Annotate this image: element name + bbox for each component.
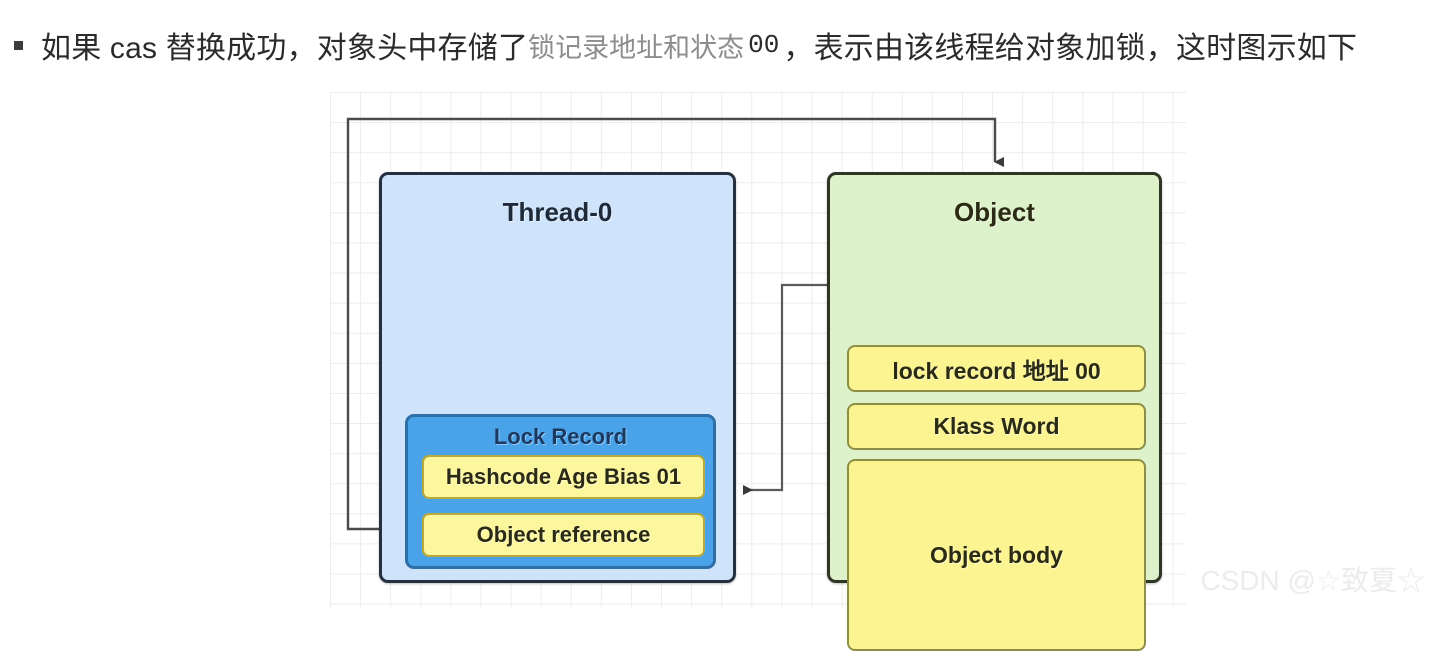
connector-objref-to-object bbox=[346, 117, 1004, 531]
caption-line: 如果 cas 替换成功，对象头中存储了 锁记录地址和状态 00 ，表示由该线程给… bbox=[0, 16, 1439, 74]
csdn-watermark: CSDN @☆致夏☆ bbox=[1200, 565, 1425, 596]
object-box[interactable]: Object lock record 地址 00 Klass Word Obje… bbox=[827, 172, 1162, 651]
connector-layer bbox=[346, 117, 1004, 531]
lock-record-box[interactable]: Lock Record Hashcode Age Bias 01 Object … bbox=[405, 414, 716, 569]
caption-text-emphasis: 锁记录地址和状态 bbox=[528, 32, 745, 63]
object-field-mark-word[interactable]: lock record 地址 00 bbox=[847, 345, 1146, 392]
object-title: Object bbox=[954, 197, 1035, 227]
thread-title: Thread-0 bbox=[502, 197, 613, 227]
object-field-object-body[interactable]: Object body bbox=[847, 459, 1146, 651]
lock-record-field-hashcode[interactable]: Hashcode Age Bias 01 bbox=[422, 455, 705, 499]
caption-text-part1: 如果 cas 替换成功，对象头中存储了 bbox=[41, 32, 529, 65]
lock-record-title: Lock Record bbox=[493, 424, 628, 449]
object-field-klass-word[interactable]: Klass Word bbox=[847, 403, 1146, 450]
thread-box[interactable]: Thread-0 Lock Record Hashcode Age Bias 0… bbox=[379, 172, 736, 583]
caption-text-part4: ，表示由该线程给对象加锁，这时图示如下 bbox=[783, 32, 1358, 65]
lock-record-field-object-reference[interactable]: Object reference bbox=[422, 513, 705, 557]
square-bullet-icon bbox=[14, 40, 23, 50]
connector-lockrecord-to-lockrecord bbox=[743, 283, 844, 495]
lock-diagram: Thread-0 Lock Record Hashcode Age Bias 0… bbox=[330, 92, 1186, 651]
caption-text-code: 00 bbox=[748, 30, 780, 60]
